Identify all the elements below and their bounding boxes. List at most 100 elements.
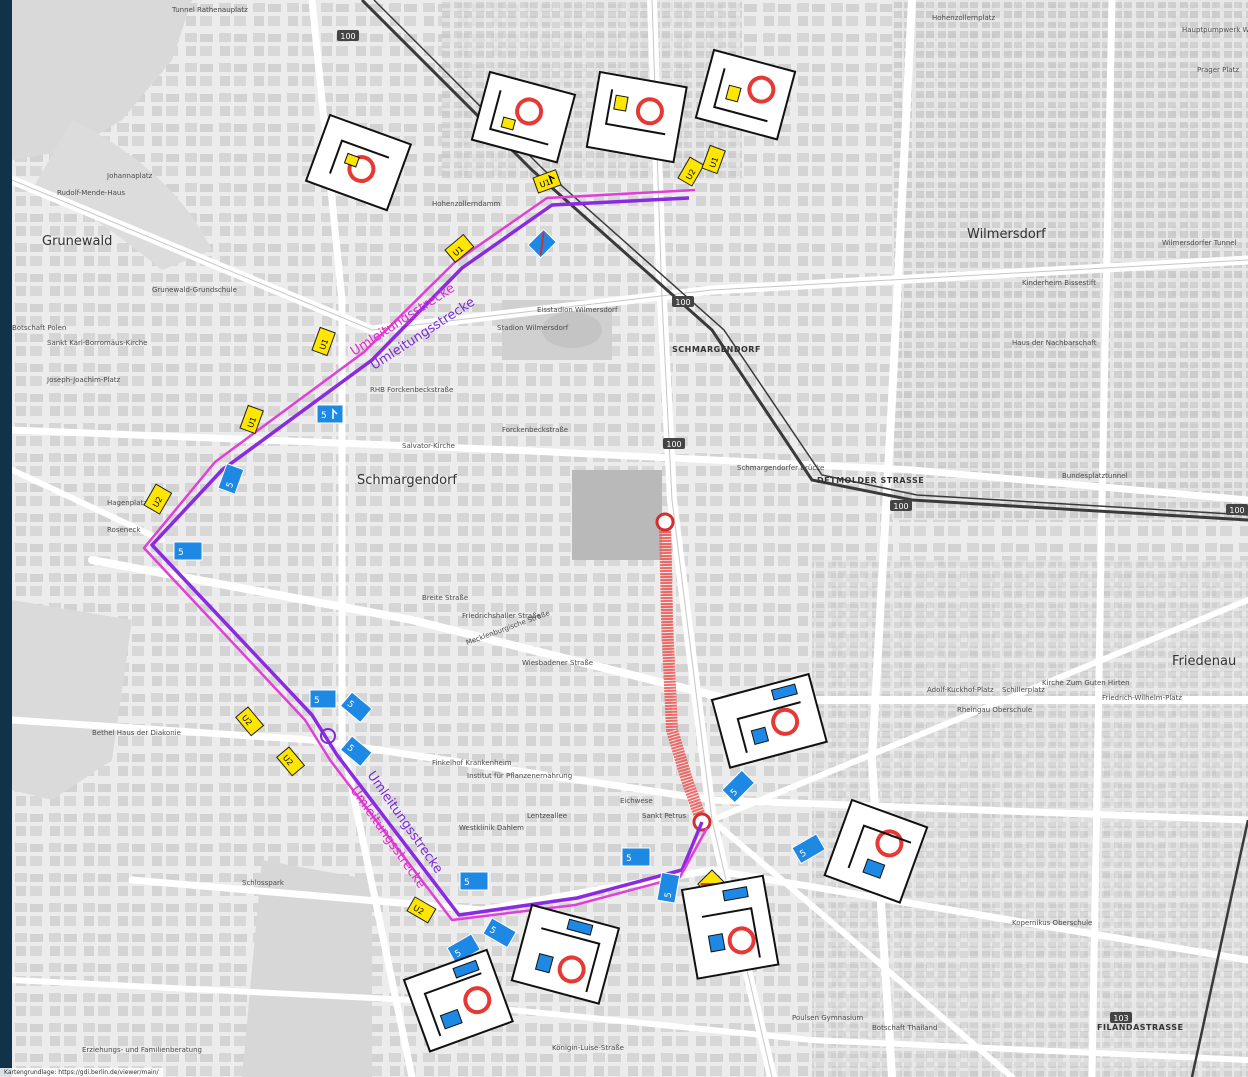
label-rheingau: Rheingau Oberschule [957, 706, 1032, 714]
closure-start-marker [655, 512, 675, 532]
sign-diagram-north-1 [304, 113, 413, 212]
label-kirche-guten-hirten: Kirche Zum Guten Hirten [1042, 679, 1130, 687]
sign-yellow-u1: U1 [532, 169, 562, 194]
label-forckenbeck: Forckenbeckstraße [502, 426, 568, 434]
map-canvas[interactable]: Grunewald Wilmersdorf Schmargendorf SCHM… [12, 0, 1248, 1077]
label-botschaft-thailand: Botschaft Thailand [872, 1024, 937, 1032]
label-johannaplatz: Johannaplatz [106, 172, 153, 180]
label-kopernikus: Kopernikus Oberschule [1012, 919, 1092, 927]
label-hohenzollerndamm: Hohenzollerndamm [432, 200, 501, 208]
svg-text:100: 100 [893, 502, 908, 511]
road-shield: 103 [1110, 1012, 1132, 1023]
diagram-signs[interactable] [304, 48, 929, 1053]
label-rudolf-mende: Rudolf-Mende-Haus [57, 189, 125, 197]
sign-blue-5: 5 [791, 833, 826, 865]
svg-text:5: 5 [314, 696, 320, 706]
sign-blue-5 [527, 228, 557, 259]
label-breitestrasse: Breite Straße [422, 594, 468, 602]
label-hagenplatz: Hagenplatz [107, 499, 147, 507]
label-hauptpumpwerk: Hauptpumpwerk Wilmersdorf [1182, 26, 1248, 34]
road-shield: 100 [890, 500, 912, 511]
label-schlosspark: Schlosspark [242, 879, 285, 887]
label-hohenzollernplatz: Hohenzollernplatz [932, 14, 995, 22]
sign-blue-5: 5 [309, 689, 337, 709]
label-sankt-petrus: Sankt Petrus [642, 812, 687, 820]
sign-diagram-north-3 [585, 70, 688, 164]
svg-text:5: 5 [487, 925, 497, 937]
label-rhb: RHB Forckenbeckstraße [370, 386, 453, 394]
sign-diagram-south-3 [402, 948, 514, 1053]
detour-routes[interactable] [142, 188, 709, 922]
label-schillerplatz: Schillerplatz [1002, 686, 1045, 694]
roundabout [320, 728, 336, 744]
svg-text:5: 5 [321, 411, 327, 421]
label-friedenau: Friedenau [1172, 654, 1236, 669]
label-grunewald-grundschule: Grunewald-Grundschule [152, 286, 237, 294]
svg-text:U1: U1 [708, 156, 720, 169]
label-joseph-joachim: Joseph-Joachim-Platz [46, 376, 121, 384]
map-svg: Grunewald Wilmersdorf Schmargendorf SCHM… [12, 0, 1248, 1077]
label-wilmersdorf: Wilmersdorf [967, 227, 1046, 242]
label-wiesbadener: Wiesbadener Straße [522, 659, 593, 667]
label-schmargendorf-caps: SCHMARGENDORF [672, 345, 761, 354]
label-schmargendorfer-bruecke: Schmargendorfer Brücke [737, 464, 824, 472]
label-roseneck: Roseneck [107, 526, 141, 534]
label-friedrichshaller: Friedrichshaller Straße [462, 612, 541, 620]
blue-signs[interactable]: 5 5 5 5 5 5 5 5 5 5 5 5 5 [173, 228, 826, 965]
sign-yellow-u2: U2 [677, 156, 705, 187]
sign-yellow-u1: U1 [444, 233, 475, 263]
sign-yellow-u2: U2 [276, 746, 306, 777]
road-shield: 100 [337, 30, 359, 41]
sign-diagram-south-1 [510, 903, 621, 1005]
detour-route-magenta [142, 188, 709, 922]
label-finkelhof: Finkelhof Krankenheim [432, 759, 512, 767]
park-grunewald-lake [32, 120, 212, 270]
sign-blue-5: 5 [217, 462, 245, 495]
label-prager-platz: Prager Platz [1197, 66, 1239, 74]
detour-route-violet [150, 196, 704, 917]
svg-text:5: 5 [626, 854, 632, 864]
sign-blue-5: 5 [621, 847, 651, 867]
sign-blue-5: 5 [173, 541, 203, 561]
svg-text:5: 5 [345, 743, 356, 754]
sign-blue-5: 5 [316, 404, 344, 424]
sign-yellow-u1: U1 [311, 326, 336, 357]
label-bundesplatztunnel: Bundesplatztunnel [1062, 472, 1128, 480]
sign-blue-5: 5 [482, 917, 517, 949]
sign-diagram-southeast-2 [823, 798, 929, 904]
label-salvator: Salvator-Kirche [402, 442, 455, 450]
sign-yellow-u2: U2 [235, 706, 265, 737]
label-eichwese: Eichwese [620, 797, 653, 805]
sign-yellow-u2: U2 [143, 483, 173, 515]
label-haus-nachbarschaft: Haus der Nachbarschaft [1012, 339, 1097, 347]
label-eisstadion: Eisstadion Wilmersdorf [537, 306, 618, 314]
label-schmargendorf: Schmargendorf [357, 473, 457, 488]
svg-text:100: 100 [340, 32, 355, 41]
svg-text:5: 5 [729, 787, 740, 798]
svg-text:5: 5 [664, 891, 675, 898]
sign-blue-5: 5 [656, 871, 681, 904]
svg-text:103: 103 [1113, 1014, 1128, 1023]
label-filandastrasse: FILANDASTRASSE [1097, 1023, 1183, 1032]
label-wilmersdorfer-tunnel: Wilmersdorfer Tunnel [1162, 239, 1237, 247]
label-tunnel-rathenauplatz: Tunnel Rathenauplatz [171, 6, 248, 14]
label-stadion: Stadion Wilmersdorf [497, 324, 569, 332]
map-credit[interactable]: Kartengrundlage: https://gdi.berlin.de/v… [0, 1068, 163, 1077]
label-westklinik: Westklinik Dahlem [459, 824, 524, 832]
svg-text:5: 5 [345, 699, 356, 710]
label-lentzeallee: Lentzeallee [527, 812, 567, 820]
sign-diagram-southeast-1 [710, 672, 828, 769]
svg-text:5: 5 [178, 548, 184, 558]
label-sankt-karl: Sankt Karl-Borromäus-Kirche [47, 339, 147, 347]
sign-yellow-u1: U1 [701, 144, 726, 175]
label-botschaft-polen: Botschaft Polen [12, 324, 66, 332]
svg-text:U1: U1 [246, 416, 258, 429]
svg-text:100: 100 [1229, 506, 1244, 515]
label-poulsen: Poulsen Gymnasium [792, 1014, 863, 1022]
sign-blue-5: 5 [721, 769, 756, 804]
svg-text:U1: U1 [538, 178, 551, 190]
park-northwest [12, 0, 192, 160]
label-detmolder: DETMOLDER STRASSE [817, 476, 924, 485]
label-koenigin-luise: Königin-Luise-Straße [552, 1044, 624, 1052]
